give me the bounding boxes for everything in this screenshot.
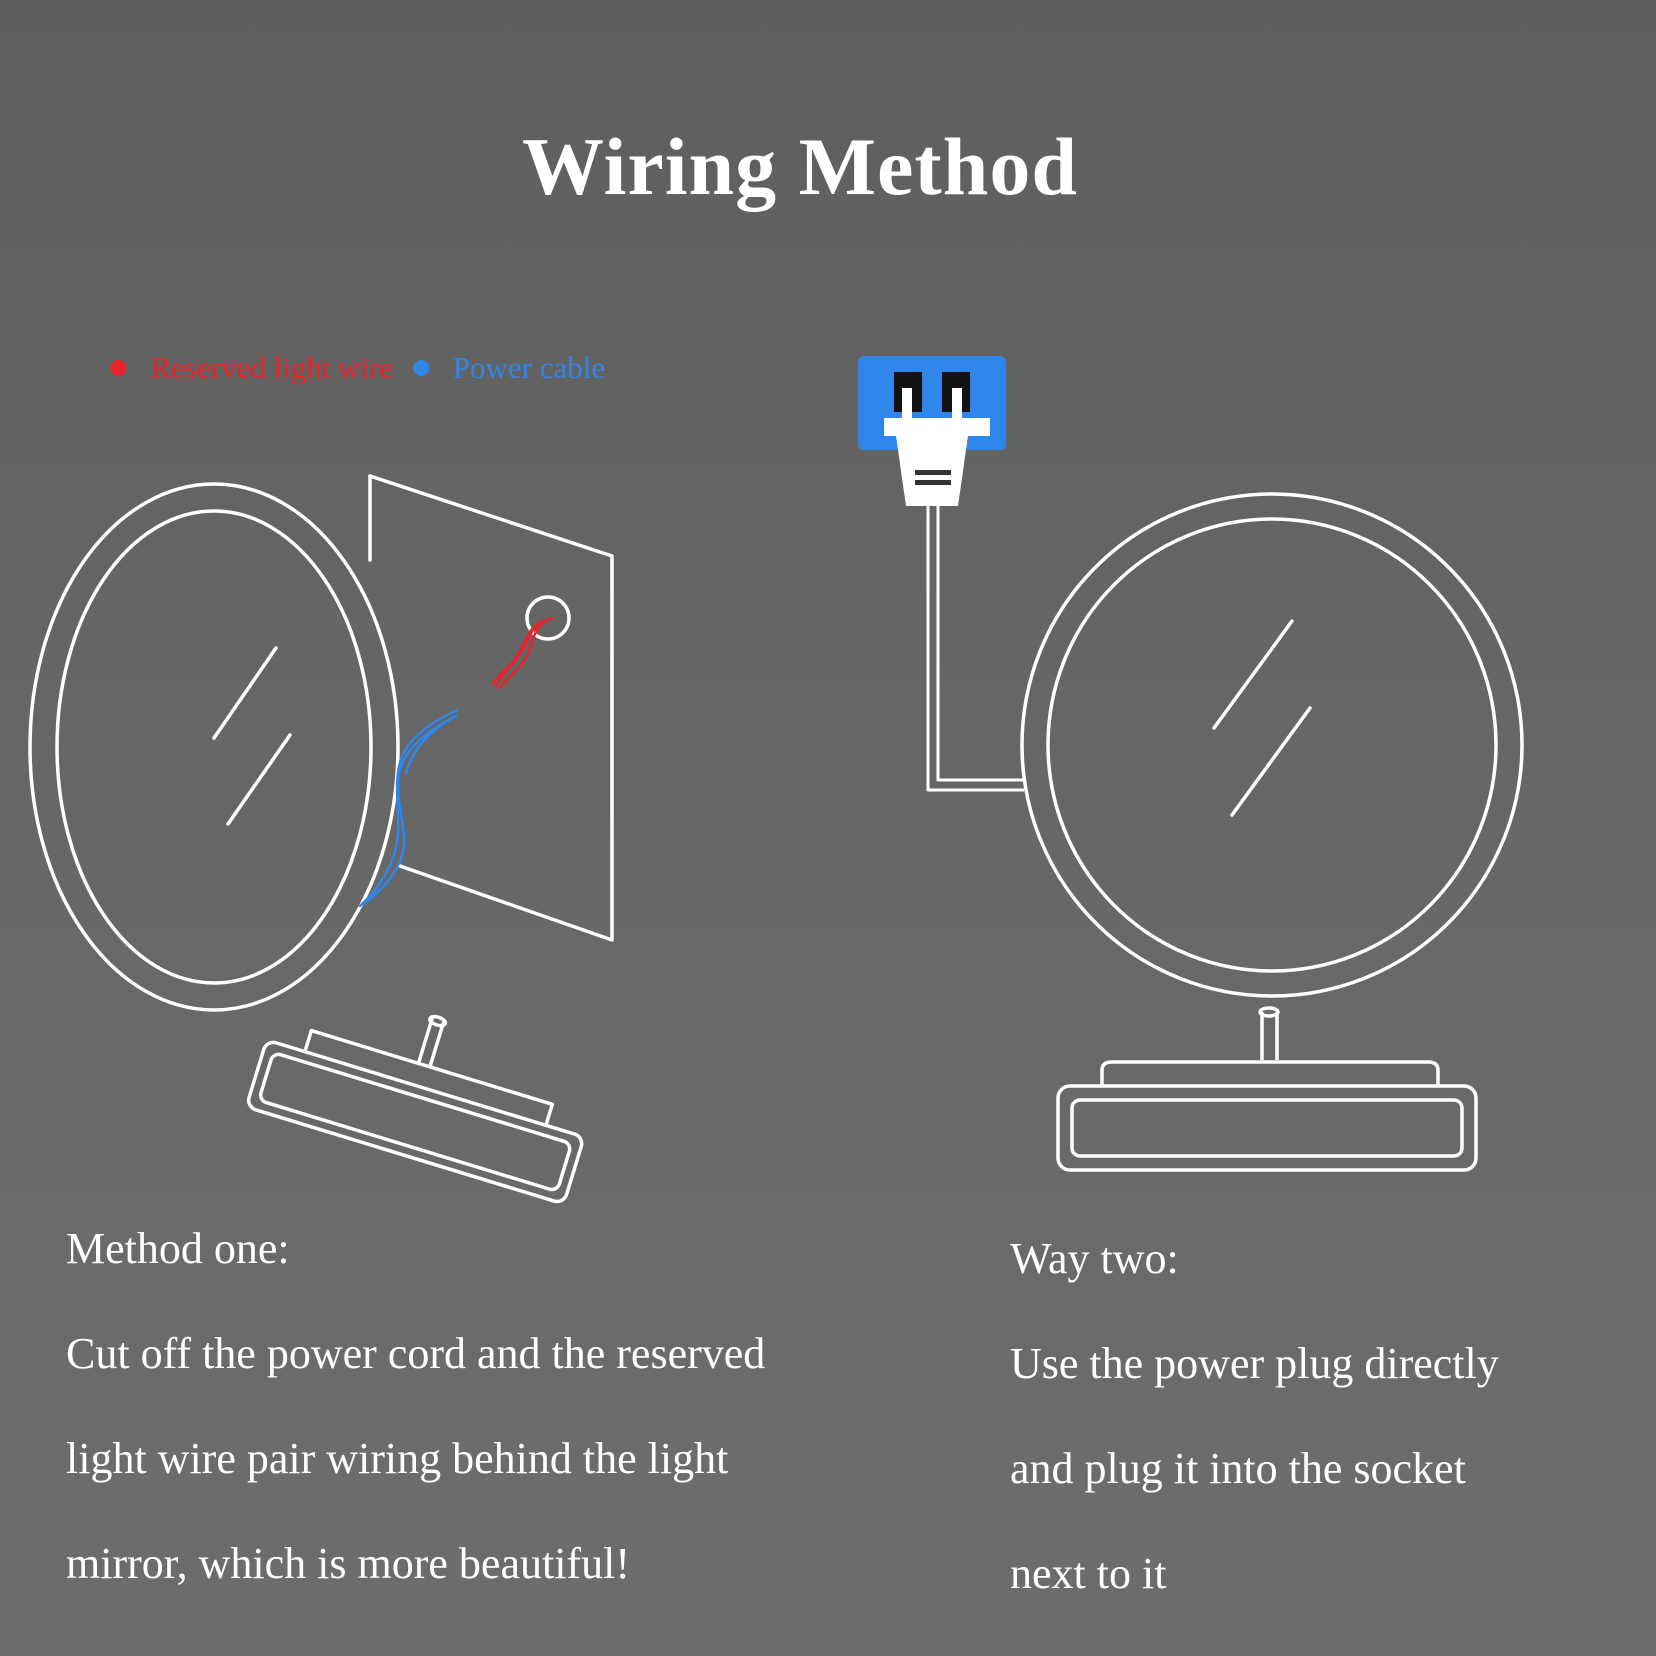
legend-label-power-cable: Power cable bbox=[452, 350, 606, 385]
legend: Reserved light wire Power cable bbox=[110, 350, 625, 386]
mirror-stand-base-right bbox=[1056, 1006, 1478, 1172]
reflection-line bbox=[212, 646, 278, 740]
oval-mirror-icon bbox=[28, 482, 400, 1012]
plug-cable bbox=[926, 506, 1024, 792]
legend-label-reserved-light-wire: Reserved light wire bbox=[150, 350, 393, 385]
round-mirror-icon bbox=[1020, 492, 1524, 998]
method-one-illustration bbox=[28, 474, 614, 1204]
red-dot-icon bbox=[110, 360, 126, 376]
reflection-line bbox=[1230, 706, 1312, 817]
method-one-text: Method one: Cut off the power cord and t… bbox=[66, 1196, 926, 1616]
legend-item-reserved-light-wire: Reserved light wire bbox=[110, 350, 393, 386]
page-title: Wiring Method bbox=[522, 121, 1078, 212]
method-one-line: mirror, which is more beautiful! bbox=[66, 1539, 630, 1588]
wall-panel bbox=[368, 474, 614, 942]
wall-socket-hole-icon bbox=[525, 595, 571, 641]
blue-dot-icon bbox=[412, 360, 429, 376]
method-two-heading: Way two: bbox=[1010, 1234, 1179, 1283]
plug-icon bbox=[884, 388, 990, 506]
method-one-line: Cut off the power cord and the reserved bbox=[66, 1329, 766, 1378]
power-cable bbox=[358, 708, 460, 908]
method-two-text: Way two: Use the power plug directly and… bbox=[1010, 1206, 1630, 1626]
method-two-line: and plug it into the socket bbox=[1010, 1444, 1466, 1493]
method-two-line: next to it bbox=[1010, 1549, 1167, 1598]
method-one-line: light wire pair wiring behind the light bbox=[66, 1434, 729, 1483]
method-one-heading: Method one: bbox=[66, 1224, 290, 1273]
reserved-light-wire bbox=[490, 616, 554, 690]
legend-item-power-cable: Power cable bbox=[412, 350, 606, 386]
method-two-line: Use the power plug directly bbox=[1010, 1339, 1499, 1388]
mirror-stand-base-left bbox=[246, 1014, 584, 1204]
reflection-line bbox=[1212, 619, 1294, 730]
reflection-line bbox=[226, 733, 292, 826]
